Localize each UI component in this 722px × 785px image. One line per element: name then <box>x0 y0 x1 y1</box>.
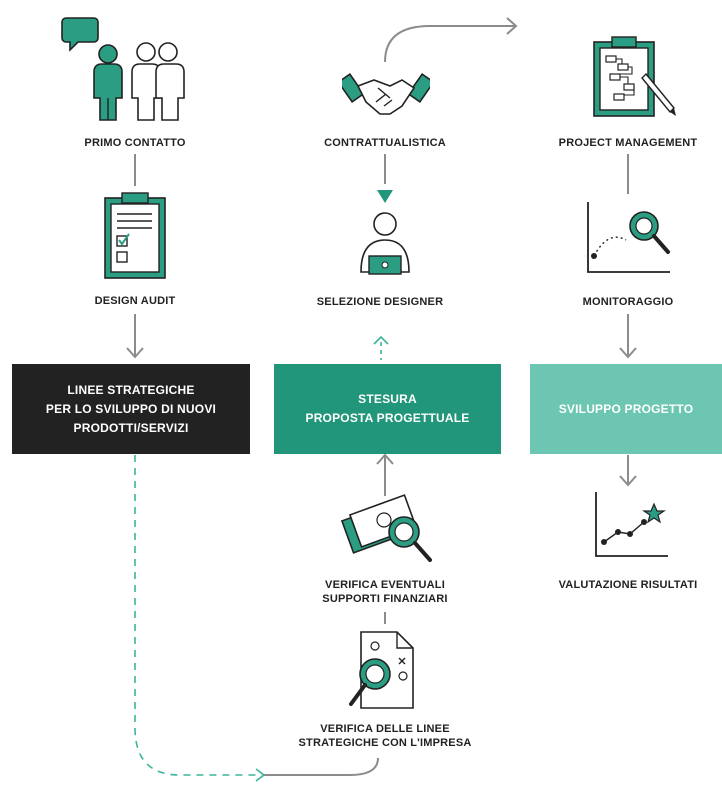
verifica-supporti-line-2: SUPPORTI FINANZIARI <box>322 593 448 605</box>
box-linee-strategiche: LINEE STRATEGICHE PER LO SVILUPPO DI NUO… <box>12 364 250 454</box>
step-label-project-management: PROJECT MANAGEMENT <box>558 137 698 149</box>
step-label-verifica-supporti: VERIFICA EVENTUALI SUPPORTI FINANZIARI <box>290 578 480 606</box>
step-label-monitoraggio: MONITORAGGIO <box>582 296 674 308</box>
step-label-valutazione-risultati: VALUTAZIONE RISULTATI <box>558 579 698 591</box>
person-laptop-icon <box>360 212 410 275</box>
box-linee-line-3: PRODOTTI/SERVIZI <box>73 420 189 435</box>
chart-magnifier-icon <box>587 202 670 273</box>
step-label-selezione-designer: SELEZIONE DESIGNER <box>316 296 444 308</box>
verifica-supporti-line-1: VERIFICA EVENTUALI <box>325 579 445 591</box>
box-stesura-line-1: STESURA <box>358 392 417 406</box>
chart-star-icon <box>595 492 668 557</box>
clipboard-plan-pencil-icon <box>593 36 676 117</box>
step-label-verifica-linee: VERIFICA DELLE LINEE STRATEGICHE CON L'I… <box>280 722 490 750</box>
box-stesura-proposta: STESURA PROPOSTA PROGETTUALE <box>274 364 501 454</box>
box-linee-line-1: LINEE STRATEGICHE <box>67 382 195 397</box>
step-label-primo-contatto: PRIMO CONTATTO <box>84 137 186 149</box>
people-speech-icon <box>61 17 185 121</box>
box-linee-line-2: PER LO SVILUPPO DI NUOVI <box>45 401 217 416</box>
box-sviluppo-line-1: SVILUPPO PROGETTO <box>558 401 694 416</box>
step-label-design-audit: DESIGN AUDIT <box>94 295 176 307</box>
step-label-contrattualistica: CONTRATTUALISTICA <box>324 137 446 149</box>
handshake-icon <box>342 73 430 115</box>
clipboard-checklist-icon <box>104 192 166 279</box>
money-magnifier-icon <box>340 494 432 562</box>
document-magnifier-icon <box>349 631 414 709</box>
box-stesura-line-2: PROPOSTA PROGETTUALE <box>305 411 470 425</box>
box-sviluppo-progetto: SVILUPPO PROGETTO <box>530 364 722 454</box>
verifica-linee-line-1: VERIFICA DELLE LINEE <box>320 723 450 735</box>
verifica-linee-line-2: STRATEGICHE CON L'IMPRESA <box>298 737 472 749</box>
